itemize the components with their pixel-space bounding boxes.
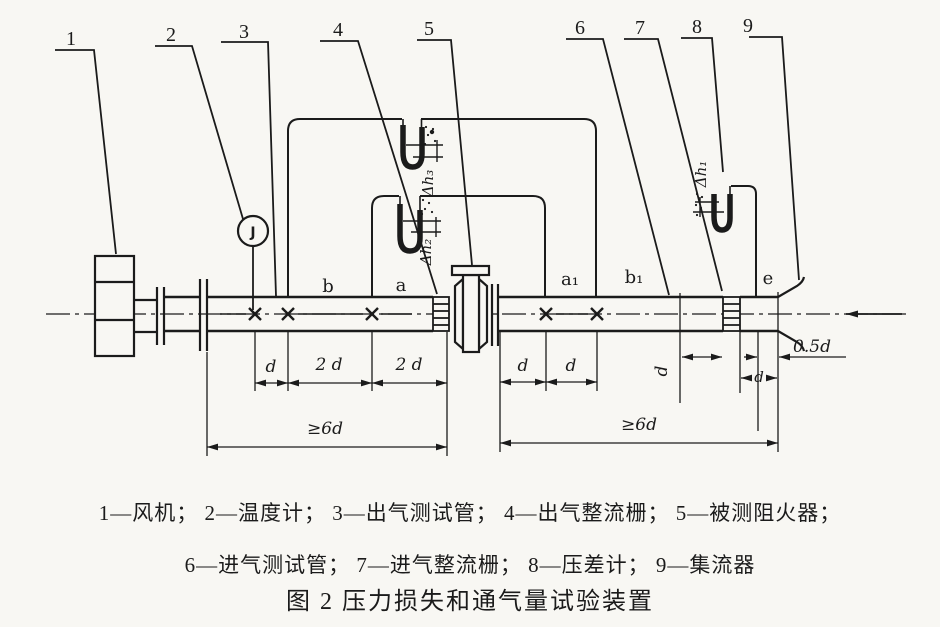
dim-d-2: d [518, 356, 529, 376]
inner-loop-left [371, 195, 399, 297]
liquid-dots [423, 125, 437, 146]
leader-4 [320, 40, 438, 295]
callout-9: 9 [743, 15, 753, 37]
figure-caption: 图 2 压力损失和通气量试验装置 [286, 589, 654, 615]
callout-2: 2 [166, 24, 176, 46]
dimension-labels: d 2 d 2 d ≥6d d d ≥6d d d 0.5d [266, 337, 832, 439]
tap-cross [539, 307, 553, 321]
outer-loop-right [421, 118, 597, 297]
fan [93, 254, 157, 358]
dim-half-d: 0.5d [793, 337, 831, 357]
thermometer: J [236, 214, 270, 310]
leader-2 [155, 45, 244, 220]
leader-7 [624, 38, 723, 292]
liquid-dots [420, 198, 434, 216]
section-b: b [322, 276, 334, 297]
manometer-dh2: Δh₂ [397, 196, 441, 267]
apparatus-diagram: J Δh₃ Δh₂ [46, 15, 906, 456]
outer-loop-left [287, 118, 402, 297]
tap-cross [281, 307, 295, 321]
tap-cross [590, 307, 604, 321]
manometer-tubing [287, 118, 757, 297]
dim-2d-1: 2 d [314, 355, 342, 375]
callout-numbers: 1 2 3 4 5 6 7 8 9 [66, 15, 753, 50]
tap-cross [248, 307, 262, 321]
inner-loop-right [420, 195, 546, 297]
manometer-dh1: Δh₁ [692, 161, 733, 233]
leader-1 [55, 49, 117, 255]
section-b1: b₁ [625, 267, 644, 288]
dh1-loop [731, 185, 757, 296]
callout-8: 8 [692, 16, 702, 38]
dim-d-3: d [566, 356, 577, 376]
dim-2d-2: 2 d [394, 355, 422, 375]
leader-5 [417, 39, 473, 266]
dh3-label: Δh₃ [419, 170, 437, 198]
dim-d-rotated: d [652, 365, 672, 376]
legend-line-2: 6—进气测试管； 7—进气整流栅； 8—压差计； 9—集流器 [184, 553, 756, 577]
dh1-label: Δh₁ [692, 161, 710, 189]
section-a1: a₁ [561, 269, 579, 290]
section-labels: b a a₁ b₁ e [322, 267, 773, 297]
section-e: e [763, 268, 774, 289]
callout-5: 5 [424, 18, 434, 40]
dh2-label: Δh₂ [417, 239, 435, 267]
pressure-tap-marks [220, 307, 604, 321]
manometer-dh3: Δh₃ [400, 119, 443, 198]
flame-arrester [450, 264, 491, 354]
dim-d-4: d [754, 368, 764, 386]
callout-leaders [55, 36, 800, 297]
dim-6d-left: ≥6d [307, 419, 343, 439]
leader-9 [749, 36, 800, 281]
callout-6: 6 [575, 17, 585, 39]
outlet-rectifier-grid [432, 296, 450, 332]
inlet-rectifier-grid [722, 296, 741, 332]
callout-7: 7 [635, 17, 645, 39]
flow-arrow [846, 310, 902, 318]
thermometer-label: J [249, 225, 255, 241]
dim-6d-right: ≥6d [621, 415, 657, 435]
leader-3 [221, 41, 277, 297]
dimension-extension-lines [206, 292, 779, 456]
collector-bellmouth [777, 276, 806, 352]
legend-line-1: 1—风机； 2—温度计； 3—出气测试管； 4—出气整流栅； 5—被测阻火器； [98, 501, 842, 525]
leader-8 [681, 37, 724, 173]
callout-4: 4 [333, 19, 343, 41]
section-a: a [396, 275, 407, 296]
callout-3: 3 [239, 21, 249, 43]
leader-6 [566, 38, 670, 296]
pipe-walls [164, 295, 778, 333]
callout-1: 1 [66, 28, 76, 50]
tap-cross [365, 307, 379, 321]
dimensions [207, 353, 846, 451]
dim-d-1: d [266, 357, 277, 377]
